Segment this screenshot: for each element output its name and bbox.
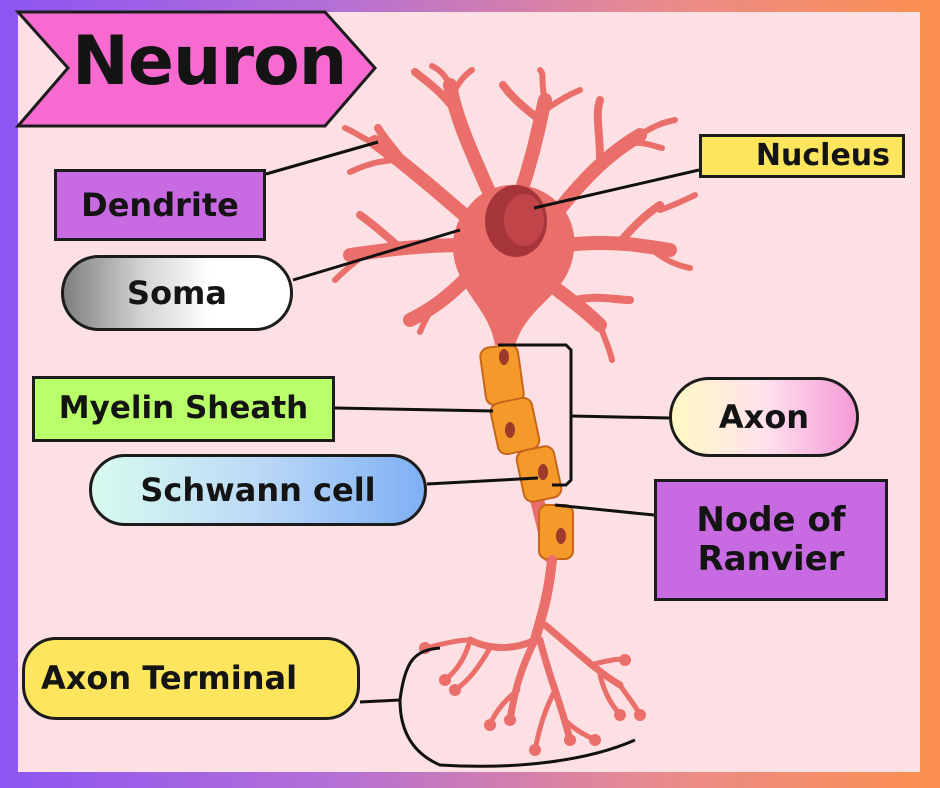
terminal-bulb xyxy=(614,709,626,721)
label-axon-terminal: Axon Terminal xyxy=(22,637,360,720)
label-dendrite: Dendrite xyxy=(54,169,266,241)
terminal-bulb xyxy=(634,709,646,721)
schwann-nucleus xyxy=(538,464,548,480)
terminal-bulb xyxy=(484,719,496,731)
terminal-bulb xyxy=(564,734,576,746)
label-nucleus: Nucleus xyxy=(699,134,905,178)
label-myelin-sheath: Myelin Sheath xyxy=(32,376,335,442)
label-node-of-ranvier-line2: Ranvier xyxy=(697,539,845,579)
label-schwann-cell: Schwann cell xyxy=(89,454,427,526)
terminal-bulb xyxy=(504,714,516,726)
axon-terminal-branches xyxy=(422,555,643,753)
axon-terminal-bulbs xyxy=(419,642,646,756)
leader-line-nucleus xyxy=(533,168,700,210)
label-axon: Axon xyxy=(669,377,859,457)
title-banner xyxy=(14,10,377,128)
page-title: Neuron xyxy=(72,22,347,101)
terminal-bulb xyxy=(439,674,451,686)
leader-line-terminal xyxy=(359,646,636,768)
leader-line-myelin xyxy=(334,406,494,413)
terminal-bulb xyxy=(529,744,541,756)
leader-lines xyxy=(265,140,700,768)
label-soma: Soma xyxy=(61,255,293,331)
schwann-nucleus xyxy=(499,349,509,365)
label-node-of-ranvier-line1: Node of xyxy=(696,499,846,540)
leader-line-soma xyxy=(292,228,461,282)
leader-line-dendrite xyxy=(265,140,379,176)
leader-line-schwann xyxy=(426,476,539,486)
leader-line-axon xyxy=(570,414,670,420)
myelin-segment xyxy=(489,396,541,456)
axon-bracket xyxy=(498,343,573,487)
terminal-bulb xyxy=(449,684,461,696)
leader-line-node xyxy=(554,503,655,517)
nucleolus-shape xyxy=(504,194,544,246)
myelin-sheath xyxy=(479,343,574,560)
terminal-bulb xyxy=(589,734,601,746)
label-node-of-ranvier: Node of Ranvier xyxy=(654,479,888,601)
schwann-nucleus xyxy=(505,422,515,438)
terminal-bulb xyxy=(619,654,631,666)
schwann-nucleus xyxy=(556,528,566,544)
myelin-segment xyxy=(538,504,574,560)
